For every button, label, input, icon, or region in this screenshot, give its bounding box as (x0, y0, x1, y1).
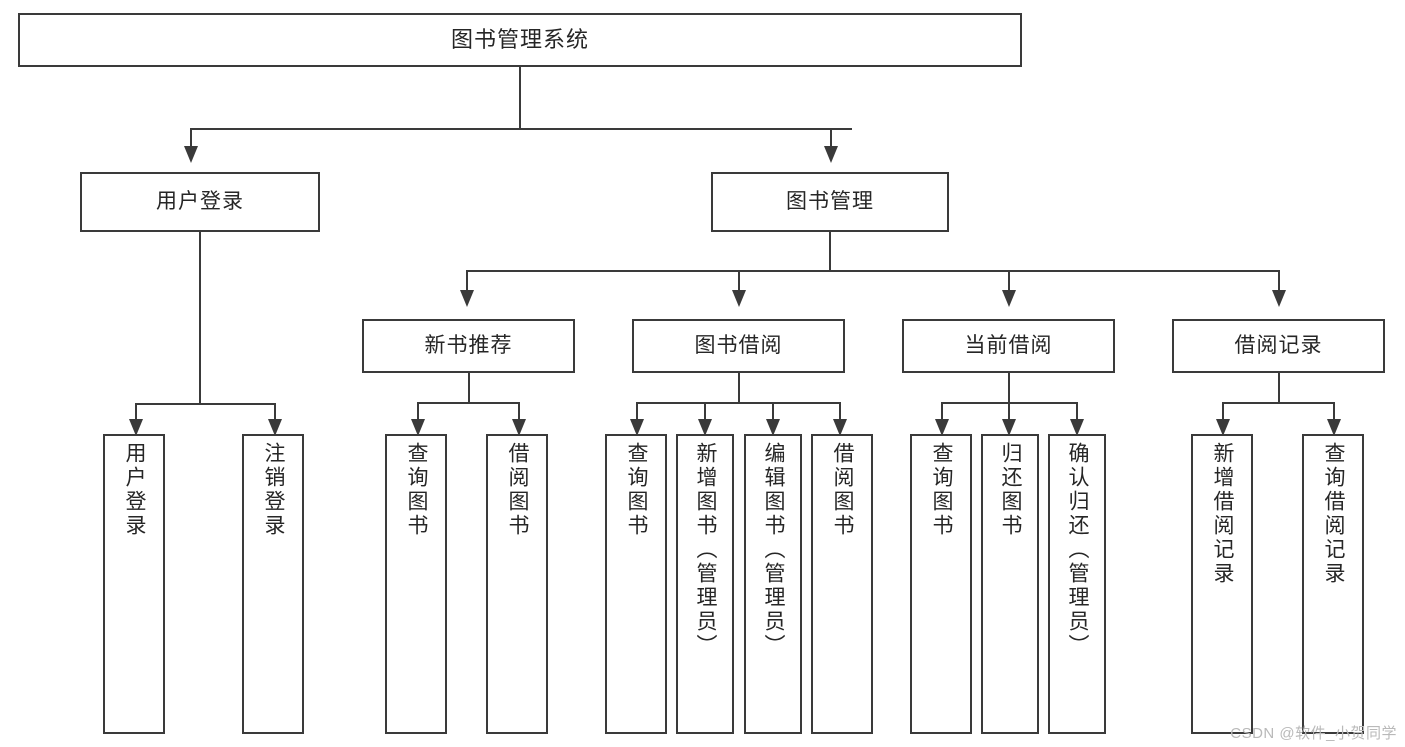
node-leaf-query-book-3[interactable]: 查询图书 (910, 434, 972, 734)
arrowhead-borrowrecord-2 (1327, 419, 1341, 436)
connector-bookborrow-stem (738, 373, 740, 403)
node-label: 归还图书 (999, 442, 1023, 538)
connector-currentborrow-drop-3 (1076, 402, 1078, 421)
node-label: 查询图书 (405, 442, 429, 538)
node-leaf-query-book-2[interactable]: 查询图书 (605, 434, 667, 734)
connector-root-stem (519, 67, 521, 129)
arrowhead-bookborrow-1 (630, 419, 644, 436)
node-label: 确认归还（管理员） (1066, 442, 1090, 658)
node-label: 用户登录 (156, 189, 244, 213)
node-label: 图书借阅 (694, 333, 783, 357)
node-leaf-add-book-admin[interactable]: 新增图书（管理员） (676, 434, 734, 734)
node-label: 查询借阅记录 (1322, 442, 1346, 586)
connector-bookborrow-drop-4 (839, 402, 841, 421)
arrowhead-currentborrow-2 (1002, 419, 1016, 436)
node-label: 图书管理 (786, 189, 874, 213)
connector-newbook-drop-1 (417, 402, 419, 421)
connector-bookmanage-stem (829, 232, 831, 271)
node-label: 借阅图书 (506, 442, 530, 538)
node-book-borrow[interactable]: 图书借阅 (632, 319, 845, 373)
arrowhead-level3-1 (460, 290, 474, 307)
connector-bookborrow-drop-3 (772, 402, 774, 421)
connector-borrowrecord-drop-2 (1333, 402, 1335, 421)
arrowhead-bookborrow-4 (833, 419, 847, 436)
connector-level3-bus (466, 270, 1280, 272)
node-leaf-borrow-book-2[interactable]: 借阅图书 (811, 434, 873, 734)
node-label: 注销登录 (262, 442, 286, 538)
arrowhead-bookborrow-2 (698, 419, 712, 436)
arrowhead-level2-2 (824, 146, 838, 163)
node-label: 新增借阅记录 (1211, 442, 1235, 586)
connector-bookborrow-bus (636, 402, 841, 404)
node-label: 新书推荐 (424, 333, 513, 357)
watermark-text: CSDN @软件_小贺同学 (1230, 725, 1397, 742)
connector-newbook-drop-2 (518, 402, 520, 421)
arrowhead-newbook-2 (512, 419, 526, 436)
node-label: 借阅记录 (1234, 333, 1323, 357)
connector-userlogin-bus (135, 403, 276, 405)
node-label: 图书管理系统 (450, 27, 589, 53)
connector-level3-drop-2 (738, 270, 740, 292)
node-user-login[interactable]: 用户登录 (80, 172, 320, 232)
node-leaf-add-borrow-record[interactable]: 新增借阅记录 (1191, 434, 1253, 734)
node-leaf-query-book-1[interactable]: 查询图书 (385, 434, 447, 734)
node-leaf-logout-login[interactable]: 注销登录 (242, 434, 304, 734)
arrowhead-newbook-1 (411, 419, 425, 436)
node-new-book-recommend[interactable]: 新书推荐 (362, 319, 575, 373)
arrowhead-level3-3 (1002, 290, 1016, 307)
connector-level3-drop-4 (1278, 270, 1280, 292)
connector-userlogin-drop-2 (274, 403, 276, 421)
node-leaf-user-login[interactable]: 用户登录 (103, 434, 165, 734)
connector-level3-drop-1 (466, 270, 468, 292)
connector-borrowrecord-bus (1222, 402, 1335, 404)
arrowhead-userlogin-2 (268, 419, 282, 436)
connector-userlogin-drop-1 (135, 403, 137, 421)
arrowhead-borrowrecord-1 (1216, 419, 1230, 436)
arrowhead-level2-1 (184, 146, 198, 163)
connector-borrowrecord-stem (1278, 373, 1280, 403)
node-label: 用户登录 (123, 442, 147, 538)
node-leaf-query-borrow-record[interactable]: 查询借阅记录 (1302, 434, 1364, 734)
connector-currentborrow-drop-2 (1008, 402, 1010, 421)
node-leaf-edit-book-admin[interactable]: 编辑图书（管理员） (744, 434, 802, 734)
arrowhead-level3-4 (1272, 290, 1286, 307)
arrowhead-userlogin-1 (129, 419, 143, 436)
node-book-manage[interactable]: 图书管理 (711, 172, 949, 232)
connector-level2-drop-1 (190, 128, 192, 148)
node-leaf-return-book[interactable]: 归还图书 (981, 434, 1039, 734)
node-root-system[interactable]: 图书管理系统 (18, 13, 1022, 67)
arrowhead-bookborrow-3 (766, 419, 780, 436)
connector-bookborrow-drop-1 (636, 402, 638, 421)
node-label: 当前借阅 (964, 333, 1053, 357)
connector-borrowrecord-drop-1 (1222, 402, 1224, 421)
connector-newbook-bus (417, 402, 520, 404)
connector-bookborrow-drop-2 (704, 402, 706, 421)
node-leaf-confirm-return-admin[interactable]: 确认归还（管理员） (1048, 434, 1106, 734)
arrowhead-level3-2 (732, 290, 746, 307)
node-label: 借阅图书 (831, 442, 855, 538)
node-label: 查询图书 (930, 442, 954, 538)
connector-newbook-stem (468, 373, 470, 403)
node-borrow-record[interactable]: 借阅记录 (1172, 319, 1385, 373)
node-current-borrow[interactable]: 当前借阅 (902, 319, 1115, 373)
connector-currentborrow-stem (1008, 373, 1010, 403)
connector-level3-drop-3 (1008, 270, 1010, 292)
arrowhead-currentborrow-3 (1070, 419, 1084, 436)
node-leaf-borrow-book-1[interactable]: 借阅图书 (486, 434, 548, 734)
connector-userlogin-stem (199, 232, 201, 404)
connector-level2-drop-2 (830, 128, 832, 148)
arrowhead-currentborrow-1 (935, 419, 949, 436)
connector-level2-bus (190, 128, 852, 130)
node-label: 编辑图书（管理员） (762, 442, 786, 658)
connector-currentborrow-drop-1 (941, 402, 943, 421)
node-label: 新增图书（管理员） (694, 442, 718, 658)
node-label: 查询图书 (625, 442, 649, 538)
